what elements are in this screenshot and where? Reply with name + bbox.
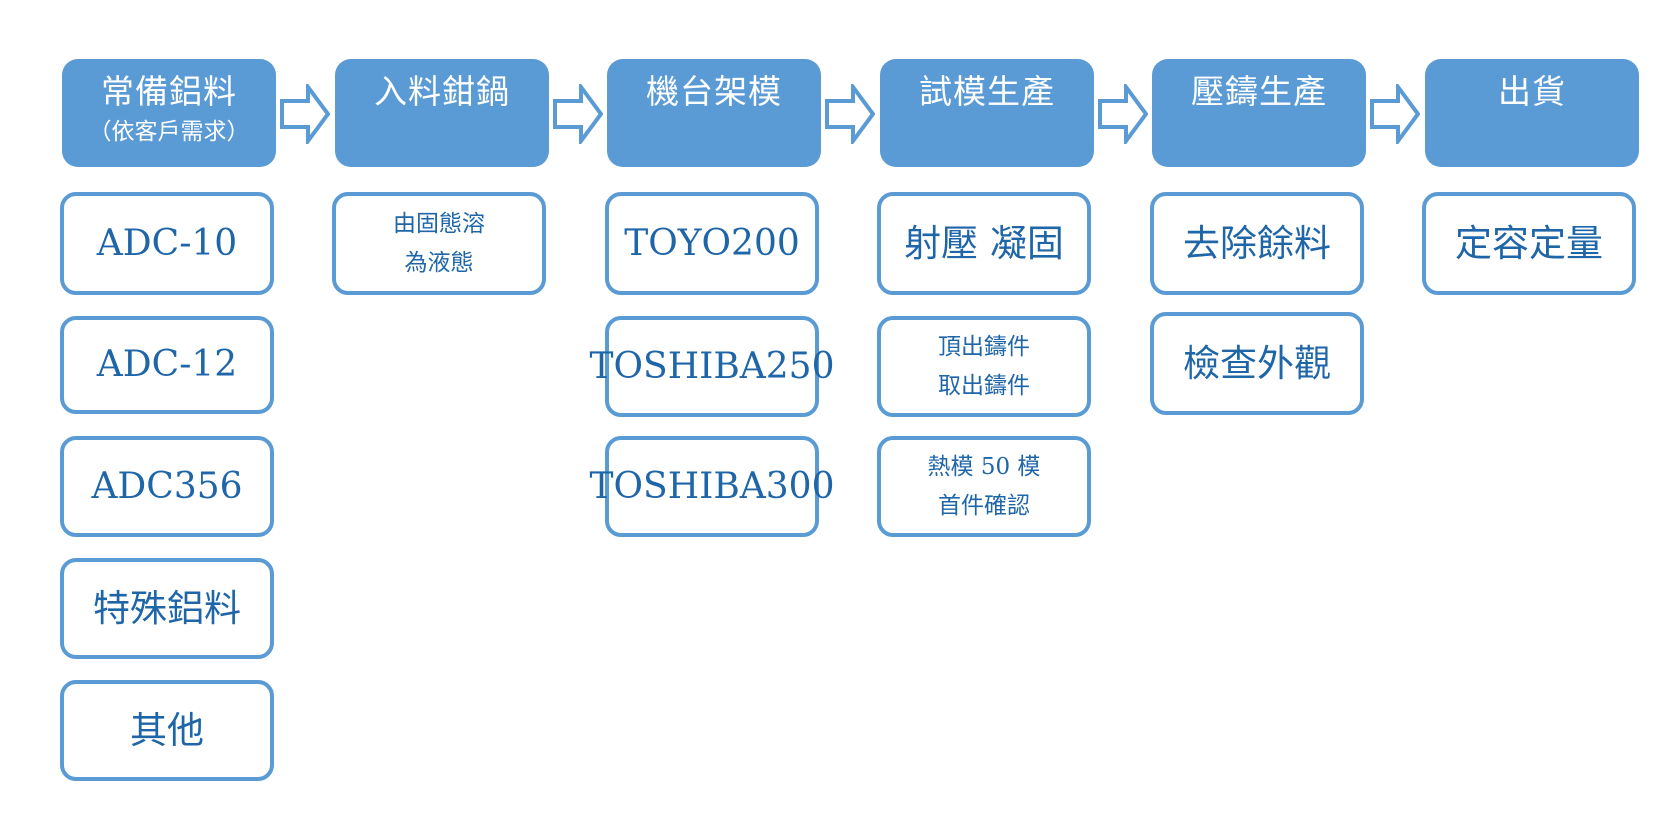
item-label: TOSHIBA250	[589, 345, 835, 387]
step-subtitle: （依客戶需求）	[88, 119, 250, 145]
shipping-step-box: 定容定量	[1422, 192, 1636, 295]
step-header-trial-production: 試模生產	[880, 59, 1094, 167]
step-header-die-cast-production: 壓鑄生產	[1152, 59, 1366, 167]
item-line-2: 首件確認	[938, 492, 1030, 519]
item-line-1: 由固態溶	[393, 210, 485, 237]
production-step-box: 檢查外觀	[1150, 312, 1364, 415]
step-header-machine-mold-setup: 機台架模	[607, 59, 821, 167]
right-arrow-icon	[825, 84, 875, 144]
right-arrow-icon	[553, 84, 603, 144]
item-label: TOSHIBA300	[589, 465, 835, 507]
aluminum-grade-box: 特殊鋁料	[60, 558, 274, 659]
machine-model-box: TOSHIBA250	[590, 316, 834, 417]
item-label: 檢查外觀	[1183, 341, 1331, 385]
item-label: 特殊鋁料	[93, 586, 241, 630]
item-line-2: 為液態	[404, 249, 474, 276]
step-header-aluminum-stock: 常備鋁料 （依客戶需求）	[62, 59, 276, 167]
aluminum-grade-box: 其他	[60, 680, 274, 781]
machine-model-box: TOYO200	[605, 192, 819, 295]
item-label: ADC-12	[96, 344, 238, 385]
trial-step-box: 射壓 凝固	[877, 192, 1091, 295]
trial-step-box: 頂出鑄件 取出鑄件	[877, 316, 1091, 417]
right-arrow-icon	[280, 84, 330, 144]
step-header-feeding-crucible: 入料鉗鍋	[335, 59, 549, 167]
step-title: 出貨	[1498, 72, 1566, 111]
aluminum-grade-box: ADC356	[60, 436, 274, 537]
item-line-2: 取出鑄件	[938, 372, 1030, 399]
step-title: 機台架模	[646, 72, 782, 111]
item-label: ADC356	[91, 465, 243, 507]
item-label: ADC-10	[96, 222, 238, 264]
aluminum-grade-box: ADC-10	[60, 192, 274, 295]
item-label: 去除餘料	[1183, 221, 1331, 265]
item-label: 定容定量	[1455, 221, 1603, 265]
aluminum-grade-box: ADC-12	[60, 316, 274, 414]
step-title: 壓鑄生產	[1191, 72, 1327, 111]
step-title: 試模生產	[919, 72, 1055, 111]
melting-note-box: 由固態溶 為液態	[332, 192, 546, 295]
item-label: 射壓 凝固	[904, 221, 1064, 265]
production-step-box: 去除餘料	[1150, 192, 1364, 295]
step-header-shipping: 出貨	[1425, 59, 1639, 167]
right-arrow-icon	[1370, 84, 1420, 144]
item-label: TOYO200	[624, 222, 800, 264]
item-label: 其他	[130, 708, 204, 752]
right-arrow-icon	[1098, 84, 1148, 144]
item-line-1: 熱模 50 模	[927, 453, 1041, 480]
machine-model-box: TOSHIBA300	[590, 436, 834, 537]
step-title: 常備鋁料	[101, 72, 237, 111]
trial-step-box: 熱模 50 模 首件確認	[877, 436, 1091, 537]
step-title: 入料鉗鍋	[374, 72, 510, 111]
item-line-1: 頂出鑄件	[938, 333, 1030, 360]
